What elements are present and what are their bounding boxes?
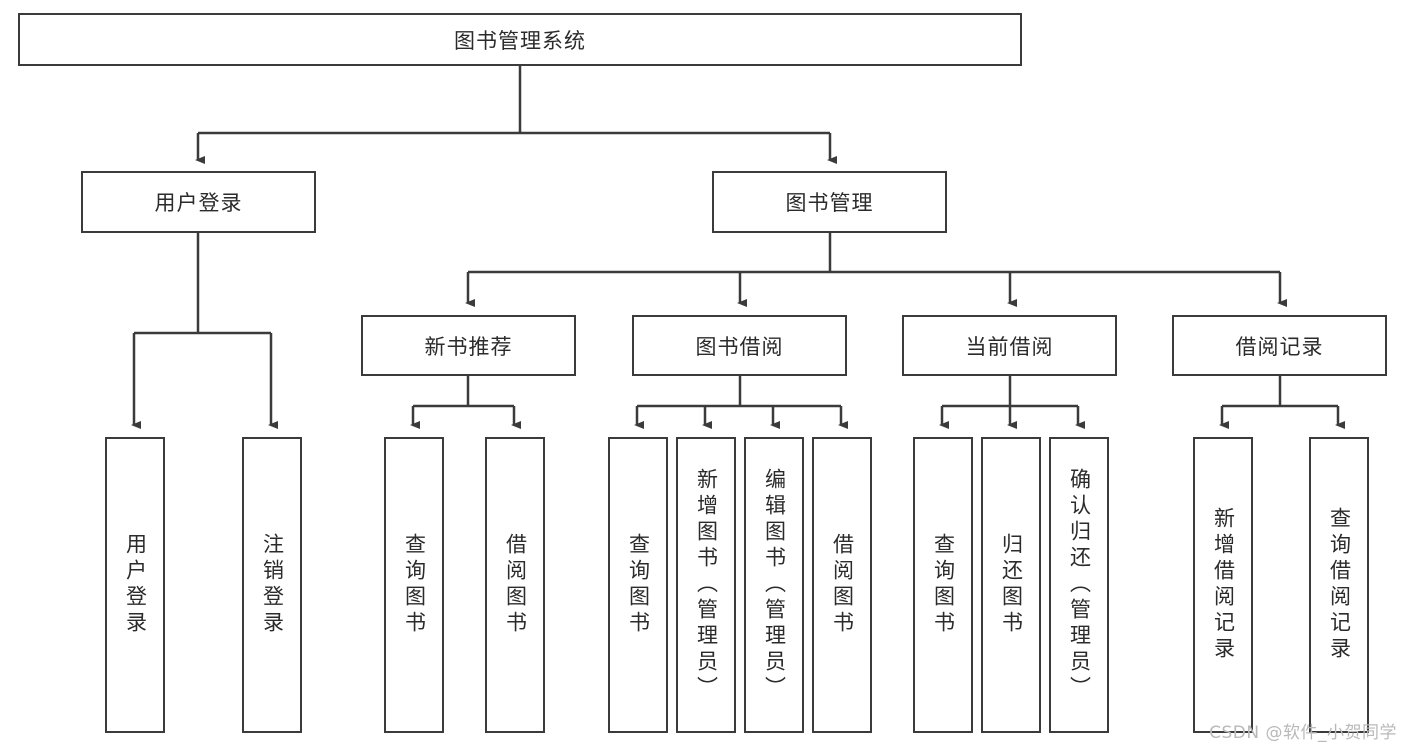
leaf-confirm-return-admin[interactable]: 确认归还（管理员）: [1049, 437, 1109, 733]
leaf-borrow-book[interactable]: 借阅图书: [812, 437, 872, 733]
node-book-management[interactable]: 图书管理: [712, 171, 947, 233]
leaf-add-borrowing-record[interactable]: 新增借阅记录: [1193, 437, 1253, 733]
node-book-borrowing[interactable]: 图书借阅: [632, 315, 847, 376]
node-current-borrowing[interactable]: 当前借阅: [902, 315, 1117, 376]
node-label: 图书管理: [785, 191, 874, 215]
node-label: 查询图书: [402, 533, 427, 637]
node-label: 编辑图书（管理员）: [762, 468, 787, 702]
node-label: 查询图书: [626, 533, 651, 637]
leaf-return-book[interactable]: 归还图书: [981, 437, 1041, 733]
node-label: 借阅图书: [830, 533, 855, 637]
node-label: 用户登录: [154, 191, 243, 215]
node-label: 归还图书: [999, 533, 1024, 637]
node-root-book-management-system[interactable]: 图书管理系统: [18, 13, 1022, 66]
node-user-login[interactable]: 用户登录: [81, 171, 316, 233]
node-label: 图书管理系统: [454, 28, 586, 53]
node-label: 确认归还（管理员）: [1067, 468, 1092, 702]
leaf-query-book-borrowing[interactable]: 查询图书: [608, 437, 668, 733]
node-label: 当前借阅: [965, 334, 1054, 359]
node-label: 借阅记录: [1235, 334, 1324, 359]
node-label: 新书推荐: [424, 334, 513, 359]
node-label: 查询图书: [931, 533, 956, 637]
leaf-logout[interactable]: 注销登录: [242, 437, 302, 733]
node-label: 注销登录: [260, 533, 285, 637]
node-label: 查询借阅记录: [1327, 507, 1352, 663]
node-label: 图书借阅: [695, 334, 784, 359]
leaf-borrow-book-recommendation[interactable]: 借阅图书: [485, 437, 545, 733]
node-borrowing-records[interactable]: 借阅记录: [1172, 315, 1387, 376]
leaf-edit-book-admin[interactable]: 编辑图书（管理员）: [744, 437, 804, 733]
leaf-query-book-current[interactable]: 查询图书: [913, 437, 973, 733]
node-label: 新增借阅记录: [1211, 507, 1236, 663]
node-label: 借阅图书: [503, 533, 528, 637]
node-label: 用户登录: [123, 533, 148, 637]
leaf-add-book-admin[interactable]: 新增图书（管理员）: [676, 437, 736, 733]
watermark-text: CSDN @软件_小贺同学: [1209, 723, 1397, 743]
leaf-query-book-recommendation[interactable]: 查询图书: [384, 437, 444, 733]
node-new-book-recommendation[interactable]: 新书推荐: [361, 315, 576, 376]
leaf-query-borrowing-record[interactable]: 查询借阅记录: [1309, 437, 1369, 733]
leaf-user-login[interactable]: 用户登录: [105, 437, 165, 733]
node-label: 新增图书（管理员）: [694, 468, 719, 702]
